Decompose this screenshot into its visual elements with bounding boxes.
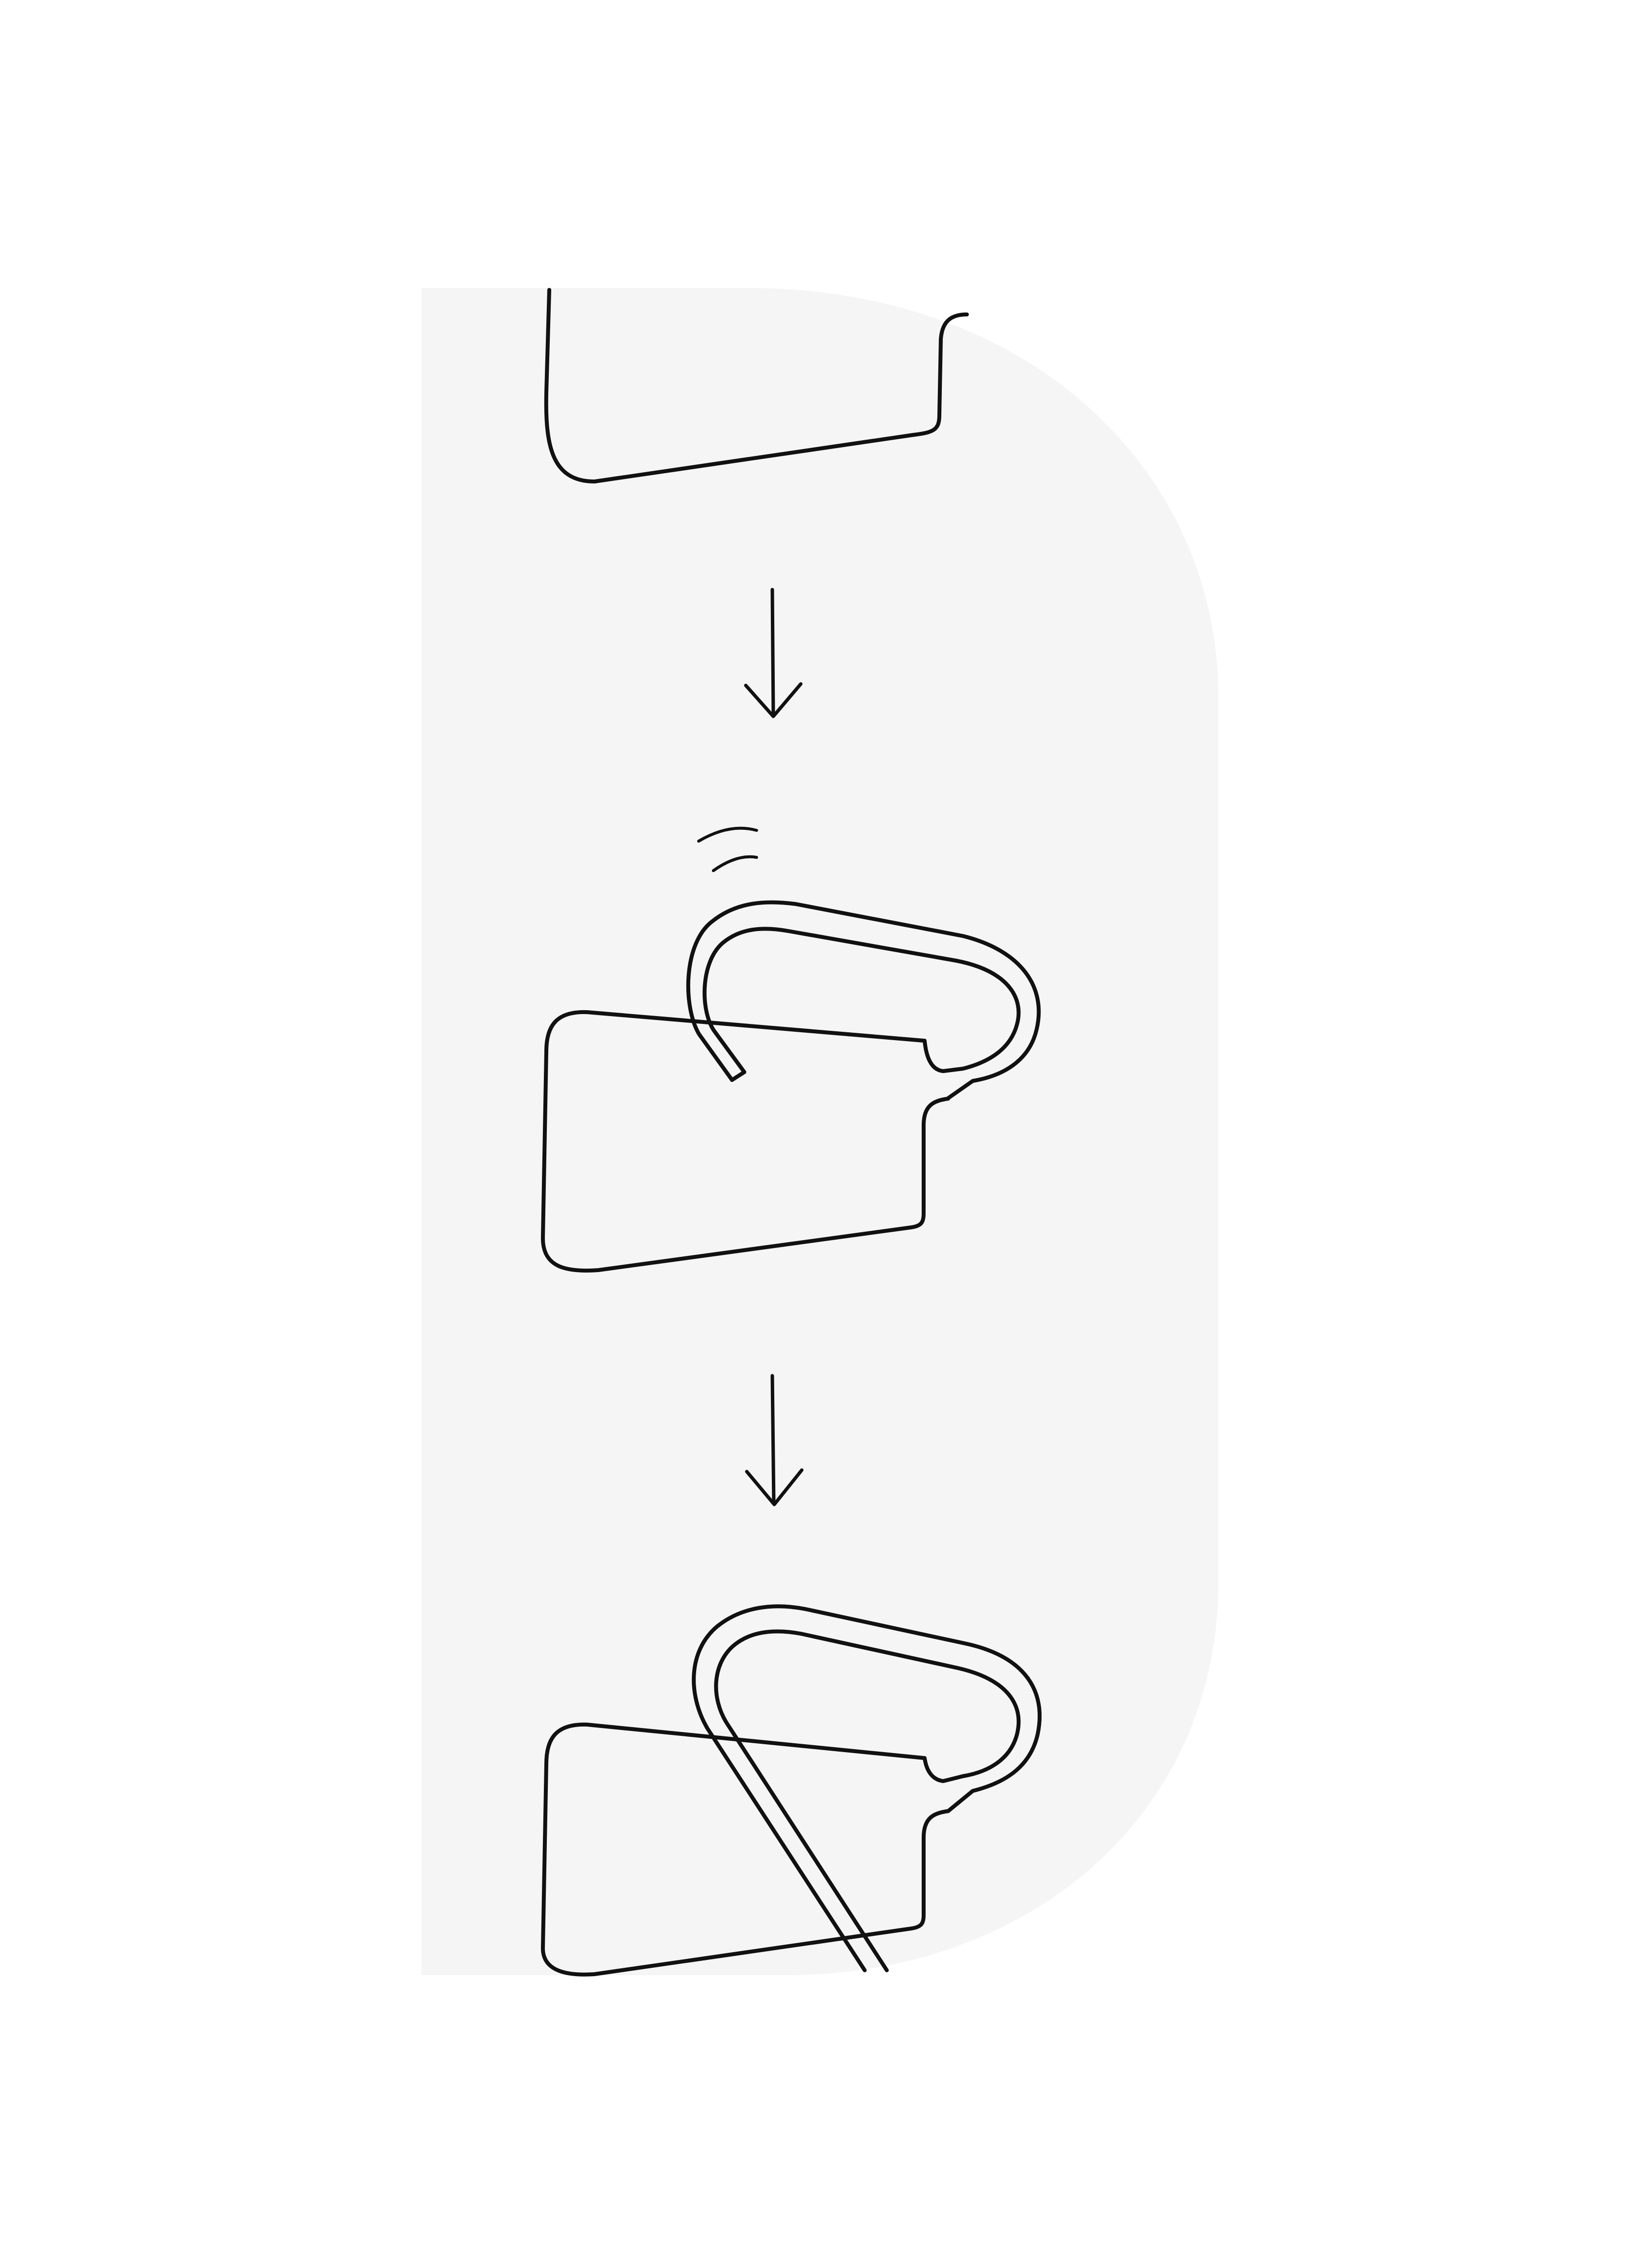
- down-arrow-icon: [744, 588, 803, 718]
- background-panel: [422, 288, 1218, 1975]
- motion-lines-icon: [697, 826, 758, 843]
- step-3-clip-attached-icon: [541, 1604, 1042, 1977]
- step-1-tab-icon: [544, 288, 969, 483]
- down-arrow-icon: [745, 1374, 804, 1506]
- step-2-clip-on-tab-icon: [541, 826, 1041, 1273]
